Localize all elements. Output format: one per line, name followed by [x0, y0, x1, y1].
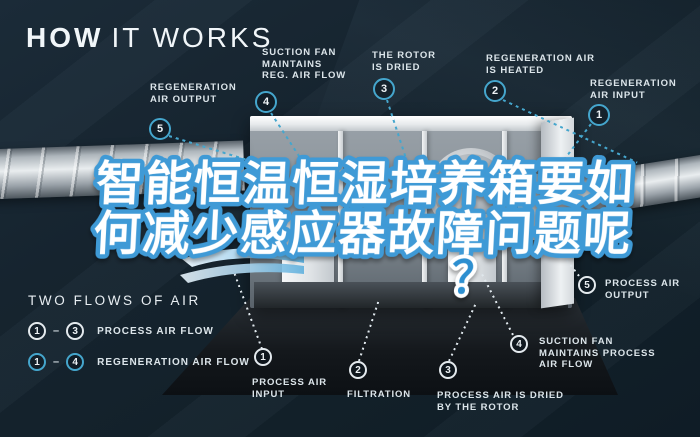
callout-badge-3-process: 3	[439, 361, 457, 379]
title-bold: HOW	[26, 22, 104, 53]
callout-badge-3-regeneration: 3	[373, 78, 395, 100]
machine-roof	[250, 116, 572, 131]
callout-label-process-air-output: PROCESS AIR OUTPUT	[605, 278, 681, 301]
callout-label-process-air-dried: PROCESS AIR IS DRIED BY THE ROTOR	[437, 390, 564, 413]
callout-label-filtration: FILTRATION	[347, 389, 412, 400]
legend-badge-to: 4	[66, 353, 85, 371]
machine-base-platform	[162, 298, 618, 395]
callout-label-suction-fan-reg: SUCTION FAN MAINTAINS REG. AIR FLOW	[262, 47, 347, 81]
legend-row-process: 1 – 3 PROCESS AIR FLOW	[28, 322, 214, 340]
legend-label-regeneration: REGENERATION AIR FLOW	[97, 356, 250, 368]
legend-badge-from: 1	[28, 322, 46, 340]
callout-label-regeneration-heated: REGENERATION AIR IS HEATED	[486, 53, 595, 76]
rotor-hub	[462, 182, 480, 200]
legend-label-process: PROCESS AIR FLOW	[97, 325, 214, 337]
compartment-divider	[338, 131, 343, 308]
legend-range-dash: –	[53, 325, 60, 337]
callout-badge-5-process: 5	[578, 276, 596, 294]
compartment-divider	[422, 131, 427, 308]
legend-range-dash: –	[53, 356, 60, 368]
callout-label-process-air-input: PROCESS AIR INPUT	[252, 377, 328, 400]
airflow-swoosh	[180, 248, 304, 283]
callout-badge-4-regeneration: 4	[255, 91, 277, 113]
callout-label-rotor-dried: THE ROTOR IS DRIED	[372, 50, 436, 73]
callout-badge-5-regeneration: 5	[149, 118, 171, 140]
title-light: IT WORKS	[111, 22, 274, 53]
machine-cutaway-illustration	[250, 116, 572, 308]
legend-row-regeneration: 1 – 4 REGENERATION AIR FLOW	[28, 353, 250, 371]
compartment-divider	[502, 131, 507, 308]
callout-label-regeneration-air-output: REGENERATION AIR OUTPUT	[150, 82, 237, 105]
callout-label-regeneration-air-input: REGENERATION AIR INPUT	[590, 78, 677, 101]
machine-floor	[254, 282, 568, 308]
callout-badge-4-process: 4	[510, 335, 528, 353]
legend-title: TWO FLOWS OF AIR	[28, 293, 201, 308]
legend-badge-from: 1	[28, 353, 46, 371]
legend-badge-to: 3	[66, 322, 85, 340]
left-air-duct	[0, 140, 245, 200]
callout-badge-1-regeneration: 1	[588, 104, 610, 126]
callout-badge-1-process: 1	[254, 348, 272, 366]
callout-badge-2-process: 2	[349, 361, 367, 379]
callout-label-suction-fan-process: SUCTION FAN MAINTAINS PROCESS AIR FLOW	[539, 336, 656, 370]
callout-badge-2-regeneration: 2	[484, 80, 506, 102]
